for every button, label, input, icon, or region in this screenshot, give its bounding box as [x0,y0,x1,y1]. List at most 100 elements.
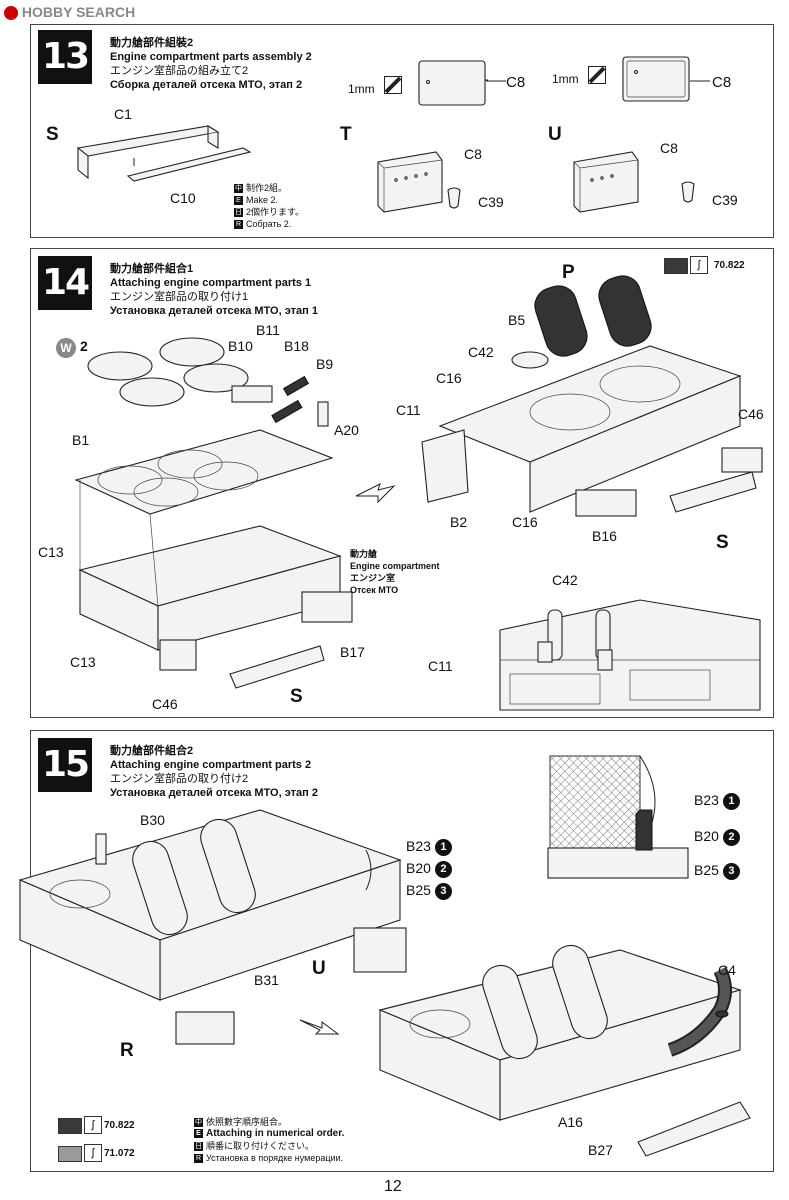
flag-jp-icon-15: 日 [194,1142,203,1152]
paint-code-dark: 70.822 [104,1120,135,1131]
label-c4: C4 [718,962,736,978]
paint-swatch-light [58,1146,82,1162]
label-c8-2: C8 [712,74,732,91]
label-b18: B18 [284,338,309,354]
note-cn-row: 中制作2組。 [234,182,304,194]
paint-code-14: 70.822 [714,260,745,271]
note-en: Make 2. [246,195,279,205]
engine-cn: 動力艙 [350,549,378,559]
inset-label-b20-text: B20 [694,828,719,844]
label-b10: B10 [228,338,253,354]
label-b9: B9 [316,356,334,372]
arrow-14 [355,483,396,504]
shackle-c39-u [681,181,695,203]
label-b23-text: B23 [406,838,431,854]
step-13-title-en: Engine compartment parts assembly 2 [110,51,312,63]
flag-en-icon-15: E [194,1128,203,1138]
engine-ru: Отсек МТО [350,585,399,595]
flag-en-icon: E [234,196,243,206]
thickness-label-2: 1mm [552,72,579,86]
engine-jp: エンジン室 [350,573,396,583]
label-b31: B31 [254,972,279,988]
step-15-title-jp: エンジン室部品の取り付け2 [110,773,249,785]
label-a20: A20 [334,422,359,438]
flag-jp-icon: 日 [234,208,243,218]
label-b20-text: B20 [406,860,431,876]
order-3-icon: 3 [722,862,740,880]
label-b16: B16 [592,528,617,544]
step-15-number: 15 [38,738,92,792]
plate-c8-1 [418,60,488,106]
note15-cn-row: 中依照數字順序組合。 [194,1116,344,1128]
label-s-14a: S [290,686,303,707]
step-14-titles: 動力艙部件組合1 Attaching engine compartment pa… [110,262,318,318]
w-count: 2 [80,338,88,354]
label-c8-u: C8 [660,140,678,156]
label-b5: B5 [508,312,526,328]
label-c11-b: C11 [428,658,453,674]
label-c10: C10 [170,190,196,206]
step-13-titles: 動力艙部件組裝2 Engine compartment parts assemb… [110,36,312,92]
paint-code-light: 71.072 [104,1148,135,1159]
note15-cn: 依照數字順序組合。 [206,1117,288,1127]
note15-jp: 順番に取り付けください。 [206,1141,315,1151]
label-b17: B17 [340,644,365,660]
step-14-title-ru: Установка деталей отсека МТО, этап 1 [110,305,318,317]
label-b25-text: B25 [406,882,431,898]
step-15-left-drawing [18,809,407,1045]
label-b1: B1 [72,432,90,448]
flag-ru-icon: R [234,220,243,230]
step-13-title-ru: Сборка деталей отсека МТО, этап 2 [110,79,303,91]
label-c13-a: C13 [38,544,64,560]
step-13-number: 13 [38,30,92,84]
label-c11-a: C11 [396,402,421,418]
order-3-icon-left: 3 [434,882,452,900]
thickness-icon-2 [588,66,606,84]
label-s-14b: S [716,532,729,553]
logo: HOBBY SEARCH [4,4,136,21]
step-14-title-en: Attaching engine compartment parts 1 [110,277,312,289]
step-14-left-drawing [74,337,353,689]
plate-c8-2 [622,56,690,102]
step-15-titles: 動力艙部件組合2 Attaching engine compartment pa… [110,744,318,800]
subassembly-u-drawing [573,151,639,213]
order-1-icon-left: 1 [434,838,452,856]
flag-ru-icon-15: R [194,1154,203,1164]
thickness-icon-1 [384,76,402,94]
label-c16-b: C16 [512,514,538,530]
step-13-title-cn: 動力艙部件組裝2 [110,37,194,49]
label-c46-b: C46 [738,406,764,422]
step-14-title-jp: エンジン室部品の取り付け1 [110,291,249,303]
brush-icon: ∫ [690,256,708,274]
label-r: R [120,1040,134,1061]
step-15-title-cn: 動力艙部件組合2 [110,745,194,757]
logo-icon [4,6,18,21]
order-2-icon-left: 2 [434,860,452,878]
w-badge: W [56,338,76,358]
label-b27: B27 [588,1142,613,1158]
step-14-title-cn: 動力艙部件組合1 [110,263,194,275]
paint-swatch-dark [664,258,688,274]
logo-text: HOBBY SEARCH [21,4,136,20]
note15-ru: Установка в порядке нумерации. [206,1153,344,1163]
label-c42-a: C42 [468,344,494,360]
label-p: P [562,262,575,283]
leader-c8-2 [690,80,710,82]
inset-label-b25-text: B25 [694,862,719,878]
label-a16: A16 [558,1114,583,1130]
note-ru: Собрать 2. [246,219,292,229]
note15-jp-row: 日順番に取り付けください。 [194,1140,344,1152]
note15-en: Attaching in numerical order. [206,1128,345,1139]
step-15-title-en: Attaching engine compartment parts 2 [110,759,312,771]
brush-icon-light: ∫ [84,1144,102,1162]
flag-cn-icon: 中 [234,184,243,194]
